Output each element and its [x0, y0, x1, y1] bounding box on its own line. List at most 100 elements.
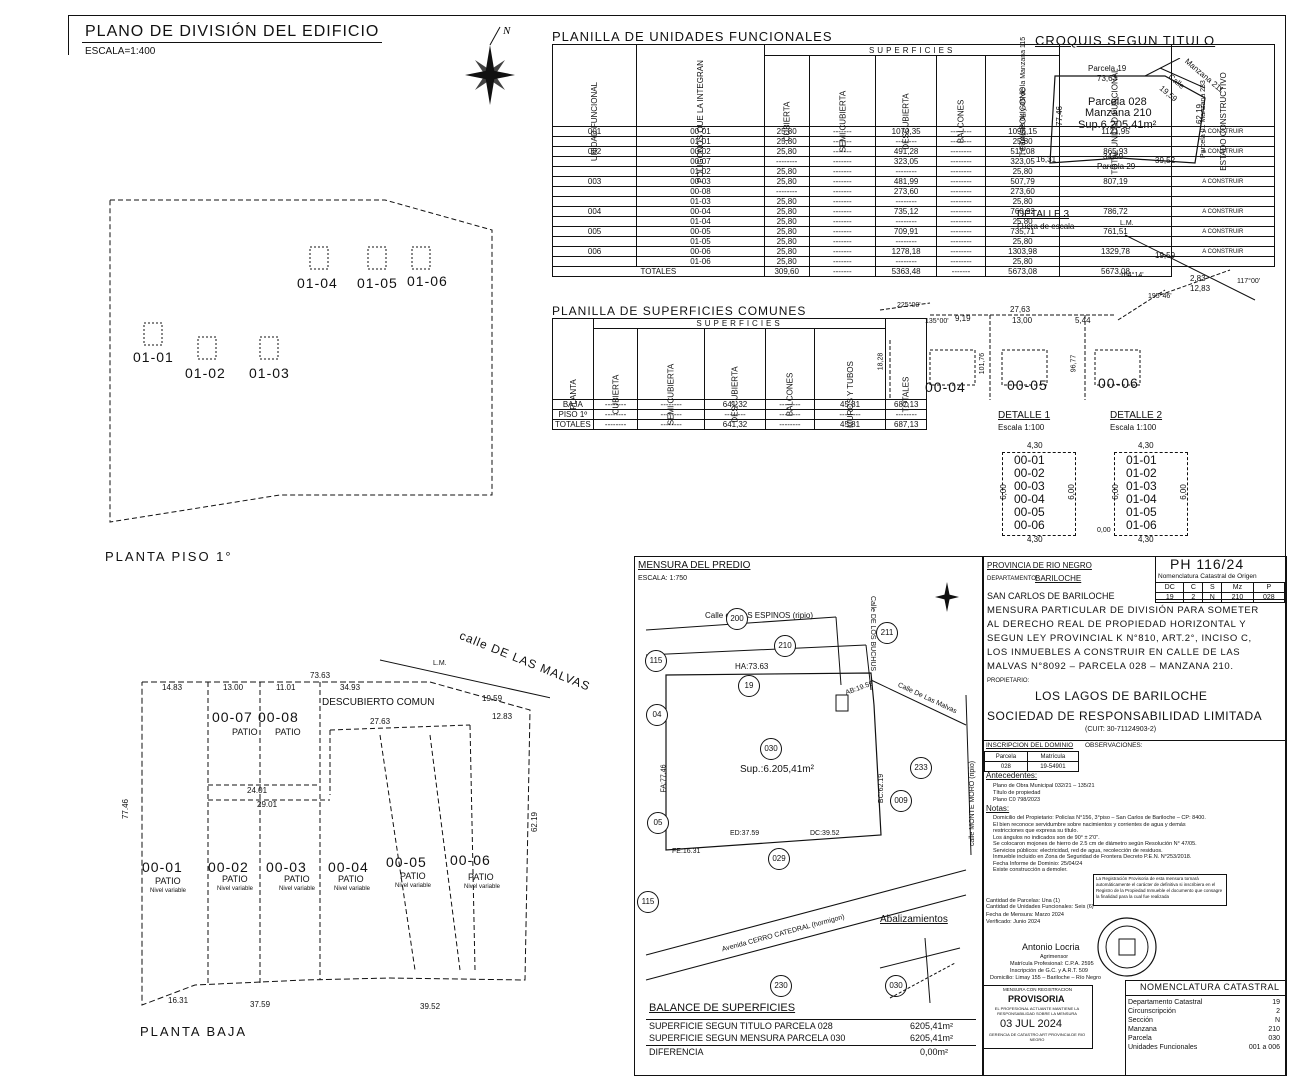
com-head-superficies: SUPERFICIES — [592, 318, 887, 329]
balance-row-1-label: SUPERFICIE SEGUN MENSURA PARCELA 030 — [649, 1033, 846, 1043]
baja-unit-0008-sub: PATIO — [275, 727, 301, 737]
uf-head-est: ESTADO CONSTRUCTIVO — [1170, 44, 1276, 171]
mensura-frame — [634, 556, 984, 1076]
detalle-item: 01-06 — [1126, 518, 1157, 532]
detalle-item: 00-02 — [1014, 466, 1045, 480]
mensura-fe: FE:16.31 — [672, 848, 701, 855]
baja-unit-0004-nivel: Nivel variable — [334, 886, 371, 892]
uf-head-tot: TOTAL POLIGONO — [984, 55, 1061, 156]
detalle-item: Inmueble incluido en Zona de Seguridad d… — [993, 854, 1192, 860]
sello-provisoria — [983, 985, 1093, 1049]
antecedentes-lbl: Antecedentes: — [986, 771, 1038, 780]
parcel-circle: 115 — [637, 891, 659, 913]
det3-d544: 5,44 — [1075, 316, 1091, 325]
main-scale: ESCALA=1:400 — [85, 46, 156, 57]
abalizamientos-drawing — [879, 937, 961, 1004]
detalle2-h: 6,00 — [1110, 484, 1120, 500]
tb-localidad: SAN CARLOS DE BARILOCHE — [987, 591, 1115, 601]
detalle-item: Plano C0 798/2023 — [993, 797, 1041, 803]
baja-lm: L.M. — [433, 660, 447, 667]
baja-d2401: 24.01 — [247, 786, 268, 795]
nomen-val: 2 — [1276, 1008, 1280, 1015]
tb-propietario1: LOS LAGOS DE BARILOCHE — [1035, 689, 1208, 703]
croquis-parcela29: Parcela 29 — [1097, 162, 1136, 171]
sello-foot: GERENCIA DE CATASTRO ART PROVINCIA DE RI… — [988, 1032, 1086, 1042]
north-label: N — [502, 25, 511, 37]
tb-cuit: (CUIT: 30-71124903-2) — [1085, 726, 1157, 733]
uf-table: UNIDAD FUNCIONAL POLIGONOS QUE LA INTEGR… — [551, 44, 1276, 277]
detalle1-w2: 4,30 — [1027, 535, 1043, 544]
baja-unit-0003: 00-03 — [266, 859, 307, 875]
baja-d2763: 27.63 — [370, 717, 391, 726]
com-row-totals: TOTALES----------------641,32--------45,… — [552, 419, 928, 430]
mensura-calle-buchus: Calle DE LOS BUCHUS — [869, 595, 877, 672]
nomen-val: 210 — [1268, 1026, 1280, 1033]
croquis-manzana: Manzana 210 — [1085, 107, 1152, 119]
parcel-circle: 200 — [726, 608, 748, 630]
det3-a117: 117°00' — [1237, 278, 1261, 285]
croquis-left: Parcelas 04 y 05 de la Manzana 115 — [1020, 36, 1027, 150]
tb-provincia: PROVINCIA DE RIO NEGRO — [987, 561, 1092, 570]
detalle-item: 01-03 — [1126, 479, 1157, 493]
baja-d1300: 13.00 — [223, 683, 244, 692]
baja-d6219: 62.19 — [530, 811, 540, 833]
baja-unit-0001: 00-01 — [142, 859, 183, 875]
tb-propietario-lbl: PROPIETARIO: — [987, 678, 1030, 684]
detalle-item: Domicilio del Propietario: Policías N°15… — [993, 815, 1206, 821]
det3-a135: 135°00' — [925, 318, 949, 325]
com-head-planta: PLANTA — [552, 318, 594, 410]
mensura-ha: HA:73.63 — [735, 662, 769, 671]
parcel-circle: 05 — [647, 812, 669, 834]
frame-top — [68, 15, 1286, 16]
abalizamientos-title: Abalizamientos — [880, 914, 948, 925]
det3-a195: 195°46' — [1148, 293, 1172, 300]
com-head-semi: SEMI CUBIERTA — [637, 328, 705, 425]
frame-left — [68, 15, 69, 55]
uf-head-desc: DESCUBIERTA — [875, 55, 938, 150]
detalle-item: Servicios públicos: electricidad, red de… — [993, 847, 1163, 854]
baja-d1283: 12.83 — [492, 712, 513, 721]
notas-lbl: Notas: — [986, 804, 1010, 813]
baja-unit-0003-nivel: Nivel variable — [279, 886, 316, 892]
detalle-item: 00-04 — [1014, 492, 1045, 506]
nomenclatura-box — [1125, 980, 1287, 1076]
nomen-title: NOMENCLATURA CATASTRAL — [1140, 982, 1280, 992]
croquis-d3952: 39,52 — [1155, 156, 1176, 165]
fecha-mensura: Fecha de Mensura: Marzo 2024 — [986, 912, 1064, 918]
planta-baja-label: PLANTA BAJA — [140, 1024, 248, 1039]
baja-unit-0007: 00-07 — [212, 709, 253, 725]
verificado: Verificado: Junio 2024 — [986, 919, 1041, 925]
tb-propietario2: SOCIEDAD DE RESPONSABILIDAD LIMITADA — [987, 709, 1263, 723]
croquis-parcela: Parcela 028 — [1088, 96, 1147, 108]
parcel-circle: 04 — [646, 704, 668, 726]
piso-unit-0105: 01-05 — [357, 275, 398, 291]
cant-parcelas: Cantidad de Parcelas: Una (1) — [986, 898, 1060, 904]
parcel-circle: 115 — [645, 650, 667, 672]
det3-lbl3: 00-06 — [1098, 375, 1139, 391]
baja-d1959: 19.59 — [482, 694, 503, 703]
com-head-desc: DESCUBIERTA — [703, 328, 767, 423]
detalle2-box — [1114, 452, 1188, 536]
piso-unit-0102: 01-02 — [185, 365, 226, 381]
baja-unit-0001-nivel: Nivel variable — [150, 888, 187, 894]
baja-d7363: 73.63 — [310, 671, 331, 680]
det3-d1959: 19,59 — [1155, 251, 1176, 260]
mensura-fa: FA:77.46 — [660, 764, 668, 793]
cant-uf: Cantidad de Unidades Funcionales: Seis (… — [986, 904, 1094, 910]
nomen-val: N — [1274, 1017, 1280, 1024]
detalle-item: 01-02 — [1126, 466, 1157, 480]
uf-head-cub: CUBIERTA — [763, 55, 810, 141]
parcel-circle: 009 — [890, 790, 912, 812]
detalle-item: 00-05 — [1014, 505, 1045, 519]
det3-lbl2: 00-05 — [1007, 377, 1048, 393]
notas-list: Domicilio del Propietario: Policías N°15… — [993, 815, 1273, 874]
planta-baja-drawing — [141, 659, 550, 1006]
baja-unit-0002: 00-02 — [208, 859, 249, 875]
parcel-circle: 030 — [760, 738, 782, 760]
det3-d283: 2,83 — [1190, 274, 1206, 283]
mensura-scale: ESCALA: 1:750 — [638, 575, 688, 582]
